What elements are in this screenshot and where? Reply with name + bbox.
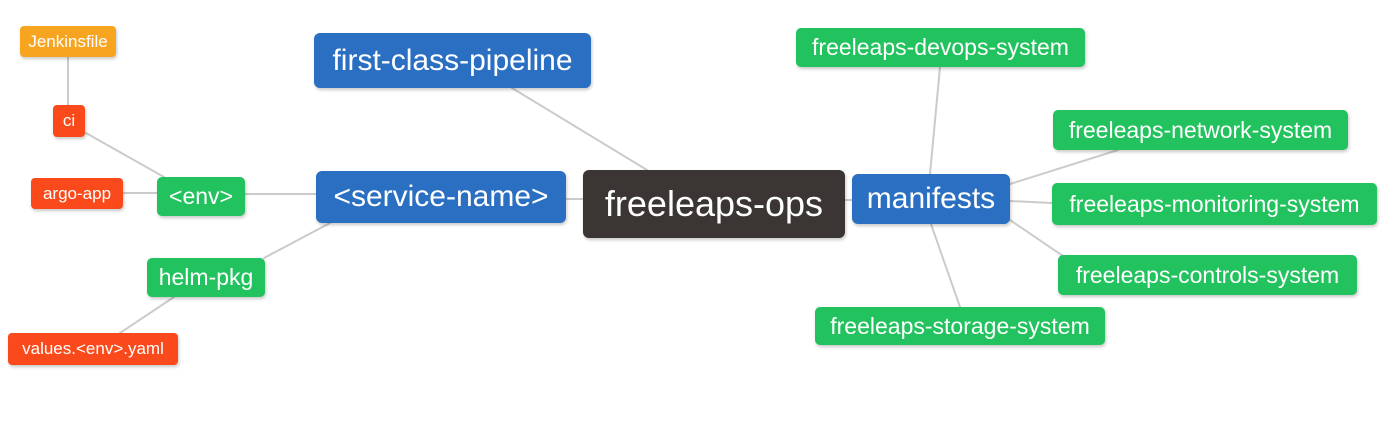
node-env[interactable]: <env>	[157, 177, 245, 216]
node-freeleaps-storage-system[interactable]: freeleaps-storage-system	[815, 307, 1105, 345]
node-argo-app[interactable]: argo-app	[31, 178, 123, 209]
node-freeleaps-network-system[interactable]: freeleaps-network-system	[1053, 110, 1348, 150]
node-jenkinsfile[interactable]: Jenkinsfile	[20, 26, 116, 57]
node-first-class-pipeline[interactable]: first-class-pipeline	[314, 33, 591, 88]
edge-helm-pkg-values-env-yaml	[119, 296, 175, 334]
edge-manifests-freeleaps-controls-system	[1009, 219, 1064, 257]
node-freeleaps-ops[interactable]: freeleaps-ops	[583, 170, 845, 238]
edge-service-name-helm-pkg	[263, 222, 331, 259]
node-freeleaps-devops-system[interactable]: freeleaps-devops-system	[796, 28, 1085, 67]
edge-manifests-freeleaps-network-system	[1009, 149, 1119, 185]
node-service-name[interactable]: <service-name>	[316, 171, 566, 223]
node-freeleaps-monitoring-system[interactable]: freeleaps-monitoring-system	[1052, 183, 1377, 225]
node-manifests[interactable]: manifests	[852, 174, 1010, 224]
node-helm-pkg[interactable]: helm-pkg	[147, 258, 265, 297]
node-freeleaps-controls-system[interactable]: freeleaps-controls-system	[1058, 255, 1357, 295]
edge-first-class-pipeline-freeleaps-ops	[511, 87, 648, 171]
edge-manifests-freeleaps-monitoring-system	[1009, 200, 1053, 204]
node-ci[interactable]: ci	[53, 105, 85, 137]
edge-manifests-freeleaps-storage-system	[930, 223, 961, 308]
edge-manifests-freeleaps-devops-system	[929, 66, 941, 175]
edge-ci-env	[85, 132, 165, 178]
node-values-env-yaml[interactable]: values.<env>.yaml	[8, 333, 178, 365]
